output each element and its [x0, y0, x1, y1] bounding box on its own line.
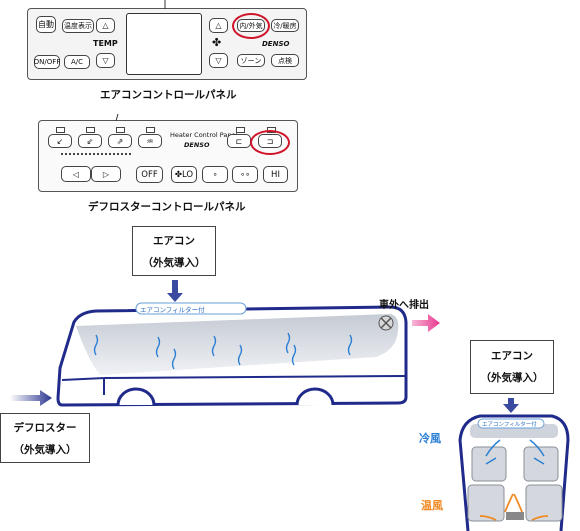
section-cold-flows — [485, 439, 545, 465]
fan-icon: ✤ — [212, 36, 222, 49]
warm-vent — [506, 512, 524, 520]
defroster-arrow — [10, 390, 52, 406]
aircon-intake-sub: （外気導入） — [142, 257, 206, 269]
fan-lo-button[interactable]: ✤LO — [171, 166, 197, 183]
left-seat — [471, 446, 507, 482]
defroster-sub: （外気導入） — [13, 444, 77, 456]
mode-button-foot-defrost[interactable]: ⇙ — [78, 134, 102, 148]
temp-label: TEMP — [93, 39, 118, 48]
right-seat-lower — [525, 484, 563, 522]
warm-air-label: 温風 — [421, 499, 443, 512]
bus-filter-pill — [135, 302, 247, 315]
temp-display-button[interactable]: 温度表示 — [62, 19, 94, 33]
fan-down-button[interactable]: ▽ — [209, 53, 228, 68]
front-wheel — [116, 387, 156, 406]
led — [116, 127, 125, 133]
led — [146, 127, 155, 133]
outside-air-highlight — [250, 130, 290, 155]
rear-wheel — [295, 387, 335, 406]
fan-mid1-button[interactable]: ∘ — [202, 166, 228, 183]
inside-outside-highlight — [232, 13, 270, 39]
mode-scale — [61, 153, 131, 158]
temp-left-button[interactable]: ◁ — [61, 166, 91, 182]
heater-control-panel: ↙ ⇙ ⇗ ♒ Heater Control Panel DENSO ⊏ ⊐ ◁… — [38, 120, 298, 192]
heater-panel-title: Heater Control Panel — [170, 131, 238, 139]
mode-button-defrost-foot[interactable]: ⇗ — [108, 134, 132, 148]
defroster-title: デフロスター — [13, 422, 77, 434]
left-seat-lower — [467, 484, 505, 522]
aircon-section-title: エアコン — [491, 350, 533, 362]
temp-up-button[interactable]: △ — [96, 18, 115, 33]
fan-lo-label: LO — [182, 169, 194, 180]
zone-button[interactable]: ゾーン — [237, 54, 265, 67]
ac-panel-caption: エアコンコントロールパネル — [100, 89, 237, 101]
aircon-intake-arrow — [167, 280, 183, 302]
temp-right-button[interactable]: ▷ — [91, 166, 121, 182]
onoff-button[interactable]: ON/OFF — [34, 55, 60, 69]
exhaust-arrow — [412, 314, 440, 332]
right-seat — [523, 446, 559, 482]
cabin-air-zone — [76, 314, 399, 375]
brand-logo: DENSO — [262, 40, 290, 48]
aircon-section-arrow — [503, 398, 519, 413]
cold-air-flows — [93, 332, 353, 370]
led — [86, 127, 95, 133]
ac-button[interactable]: A/C — [64, 55, 90, 69]
bus-beltline — [61, 375, 407, 395]
led — [236, 127, 245, 133]
section-filter-pill — [477, 418, 545, 429]
fan-hi-button[interactable]: HI — [263, 166, 288, 183]
temp-down-button[interactable]: ▽ — [96, 53, 115, 68]
heater-panel-caption: デフロスターコントロールパネル — [88, 201, 246, 213]
cold-air-label: 冷風 — [419, 432, 441, 445]
bus-filter-label: エアコンフィルター付 — [140, 306, 205, 314]
display-screen — [126, 13, 202, 75]
section-filter-label: エアコンフィルター付 — [482, 422, 537, 428]
defroster-box: デフロスター （外気導入） — [0, 413, 90, 463]
heater-brand-logo: DENSO — [184, 141, 210, 149]
auto-button[interactable]: 自動 — [36, 16, 56, 33]
fan-off-button[interactable]: OFF — [136, 166, 163, 183]
fan-up-button[interactable]: △ — [209, 18, 228, 33]
mode-button-defrost[interactable]: ♒ — [138, 134, 162, 148]
mode-button-foot[interactable]: ↙ — [48, 134, 72, 148]
cool-heat-button[interactable]: 冷/暖房 — [271, 19, 299, 32]
aircon-intake-title: エアコン — [153, 235, 195, 247]
aircon-section-sub: （外気導入） — [480, 372, 544, 384]
section-warm-flows — [479, 493, 549, 521]
check-button[interactable]: 点検 — [271, 54, 299, 67]
fan-mid2-button[interactable]: ∘∘ — [232, 166, 258, 183]
panel-pointer-line — [115, 113, 119, 122]
aircon-section-box: エアコン （外気導入） — [470, 340, 554, 394]
exhaust-label: 車外へ排出 — [379, 300, 429, 311]
led — [56, 127, 65, 133]
aircon-intake-box: エアコン （外気導入） — [132, 226, 216, 276]
